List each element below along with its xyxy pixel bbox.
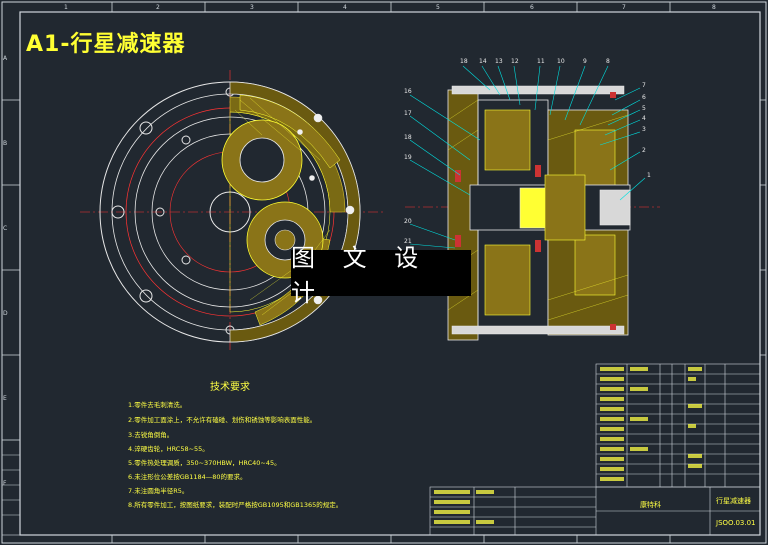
- zone-label: C: [3, 225, 8, 232]
- part-number: 13: [495, 58, 503, 65]
- note-4: 4.淬硬齿轮，HRC58~55。: [128, 445, 209, 453]
- zone-label: 2: [156, 4, 160, 11]
- part-number: 21: [404, 238, 412, 245]
- part-number: 12: [511, 58, 519, 65]
- zone-label: 3: [250, 4, 254, 11]
- part-number: 7: [642, 82, 646, 89]
- part-number: 9: [583, 58, 587, 65]
- parts-list: [2, 363, 761, 536]
- note-5: 5.零件热处理调质，350~370HBW，HRC40~45。: [128, 459, 281, 467]
- part-number: 8: [606, 58, 610, 65]
- section-view: [405, 65, 660, 341]
- part-number: 20: [404, 218, 412, 225]
- part-number: 5: [642, 105, 646, 112]
- tech-requirements-title: 技术要求: [210, 382, 250, 393]
- zone-label: 1: [64, 4, 68, 11]
- watermark: 图 文 设 计: [291, 244, 471, 307]
- part-number: 16: [404, 88, 412, 95]
- part-number: 10: [557, 58, 565, 65]
- zone-label: 8: [712, 4, 716, 11]
- note-3: 3.去锐角倒角。: [128, 431, 174, 439]
- part-number: 14: [479, 58, 487, 65]
- drawing-name: 行星减速器: [716, 497, 751, 505]
- part-number: 18: [404, 134, 412, 141]
- note-8: 8.所有零件加工，按图纸要求，装配时严格按GB1095和GB1365的规定。: [128, 501, 343, 509]
- drawing-number: JSOO.03.01: [716, 519, 756, 527]
- zone-label: D: [3, 310, 8, 317]
- end-view: [80, 70, 385, 350]
- zone-label: A: [3, 55, 8, 62]
- zone-label: 6: [530, 4, 534, 11]
- zone-label: 4: [343, 4, 347, 11]
- part-number: 2: [642, 147, 646, 154]
- note-2: 2.零件加工面涂上，不允许有磕碰、划伤和锈蚀等影响表面性能。: [128, 416, 317, 424]
- part-number: 6: [642, 94, 646, 101]
- part-number: 3: [642, 126, 646, 133]
- part-number: 17: [404, 110, 412, 117]
- zone-label: E: [3, 395, 7, 402]
- part-number: 11: [537, 58, 545, 65]
- company-name: 康特科: [640, 501, 661, 509]
- part-number: 4: [642, 115, 646, 122]
- part-number: 18: [460, 58, 468, 65]
- zone-label: 7: [622, 4, 626, 11]
- note-7: 7.未注圆角半径R5。: [128, 487, 189, 495]
- drawing-title: A1-行星减速器: [26, 32, 186, 57]
- zone-label: F: [3, 480, 7, 487]
- note-6: 6.未注形位公差按GB1184—80的要求。: [128, 473, 247, 481]
- part-number: 1: [647, 172, 651, 179]
- note-1: 1.零件去毛刺清洗。: [128, 401, 187, 409]
- zone-label: 5: [436, 4, 440, 11]
- part-number: 19: [404, 154, 412, 161]
- zone-label: B: [3, 140, 8, 147]
